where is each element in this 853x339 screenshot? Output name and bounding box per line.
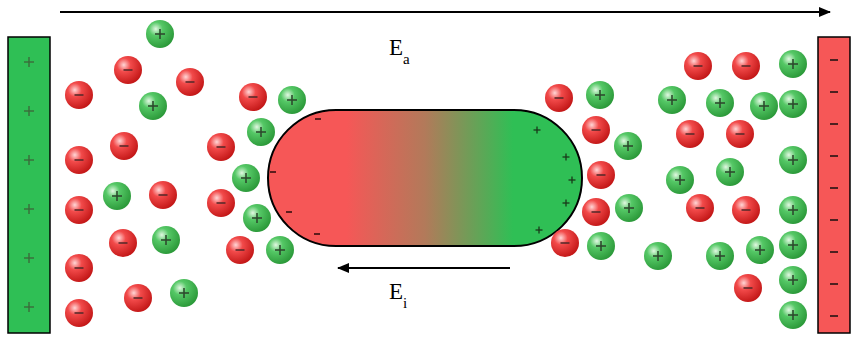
field-symbol: E bbox=[389, 280, 403, 303]
surface-charge bbox=[536, 227, 543, 234]
cation bbox=[779, 231, 807, 259]
plate-charge bbox=[830, 316, 838, 317]
plate-charge bbox=[830, 284, 838, 285]
cation bbox=[716, 158, 744, 186]
field-subscript: a bbox=[403, 52, 410, 67]
plate-charge bbox=[24, 204, 34, 214]
anion bbox=[114, 56, 142, 84]
induced-field-arrow bbox=[338, 267, 510, 269]
anion bbox=[65, 196, 93, 224]
cation bbox=[615, 194, 643, 222]
anode-plate bbox=[8, 37, 50, 333]
plate-charge bbox=[24, 155, 34, 165]
cation bbox=[750, 92, 778, 120]
cation bbox=[706, 242, 734, 270]
surface-charge bbox=[314, 234, 320, 235]
anion bbox=[239, 83, 267, 111]
surface-charge bbox=[563, 154, 570, 161]
cation bbox=[243, 204, 271, 232]
plate-charge bbox=[830, 60, 838, 61]
anion bbox=[726, 120, 754, 148]
surface-charge bbox=[569, 177, 576, 184]
anion bbox=[545, 84, 573, 112]
surface-charge bbox=[270, 172, 276, 173]
cation bbox=[232, 164, 260, 192]
anion bbox=[110, 132, 138, 160]
plate-charge bbox=[830, 188, 838, 189]
field-subscript: i bbox=[403, 296, 407, 311]
cation bbox=[746, 236, 774, 264]
anion bbox=[686, 194, 714, 222]
anion bbox=[551, 229, 579, 257]
surface-charge bbox=[286, 212, 292, 213]
anion bbox=[207, 133, 235, 161]
anion bbox=[65, 254, 93, 282]
cation bbox=[170, 279, 198, 307]
plate-charge bbox=[830, 252, 838, 253]
cation bbox=[706, 89, 734, 117]
anion bbox=[65, 299, 93, 327]
cation bbox=[658, 86, 686, 114]
anion bbox=[582, 116, 610, 144]
surface-charge bbox=[534, 127, 541, 134]
plate-charge bbox=[24, 106, 34, 116]
cation bbox=[139, 92, 167, 120]
cation bbox=[278, 86, 306, 114]
cation bbox=[779, 90, 807, 118]
cation bbox=[247, 118, 275, 146]
anion bbox=[65, 81, 93, 109]
cation bbox=[779, 50, 807, 78]
anion bbox=[582, 198, 610, 226]
anion bbox=[176, 68, 204, 96]
anion bbox=[109, 229, 137, 257]
cation bbox=[152, 226, 180, 254]
plate-charge bbox=[24, 57, 34, 67]
plate-charge bbox=[830, 156, 838, 157]
cathode-plate bbox=[818, 37, 850, 333]
anion bbox=[732, 196, 760, 224]
cation bbox=[779, 196, 807, 224]
cation bbox=[614, 132, 642, 160]
anion bbox=[207, 189, 235, 217]
plate-charge bbox=[830, 220, 838, 221]
cation bbox=[146, 20, 174, 48]
cation bbox=[779, 146, 807, 174]
field-arrow bbox=[60, 11, 830, 13]
anion bbox=[124, 284, 152, 312]
anion bbox=[226, 236, 254, 264]
plate-charge bbox=[24, 253, 34, 263]
cation bbox=[103, 182, 131, 210]
surface-charge bbox=[563, 200, 570, 207]
cation bbox=[587, 232, 615, 260]
cation bbox=[779, 266, 807, 294]
particle bbox=[268, 110, 582, 246]
cation bbox=[779, 301, 807, 329]
plate-charge bbox=[24, 302, 34, 312]
anion bbox=[676, 120, 704, 148]
anion bbox=[734, 274, 762, 302]
cation bbox=[666, 166, 694, 194]
anion bbox=[732, 52, 760, 80]
cation bbox=[266, 236, 294, 264]
anion bbox=[684, 52, 712, 80]
plate-charge bbox=[830, 124, 838, 125]
plate-charge bbox=[830, 92, 838, 93]
anion bbox=[149, 181, 177, 209]
cation bbox=[586, 81, 614, 109]
cation bbox=[644, 242, 672, 270]
anion bbox=[65, 146, 93, 174]
anion bbox=[587, 161, 615, 189]
surface-charge bbox=[315, 119, 321, 120]
field-symbol: E bbox=[389, 36, 403, 59]
